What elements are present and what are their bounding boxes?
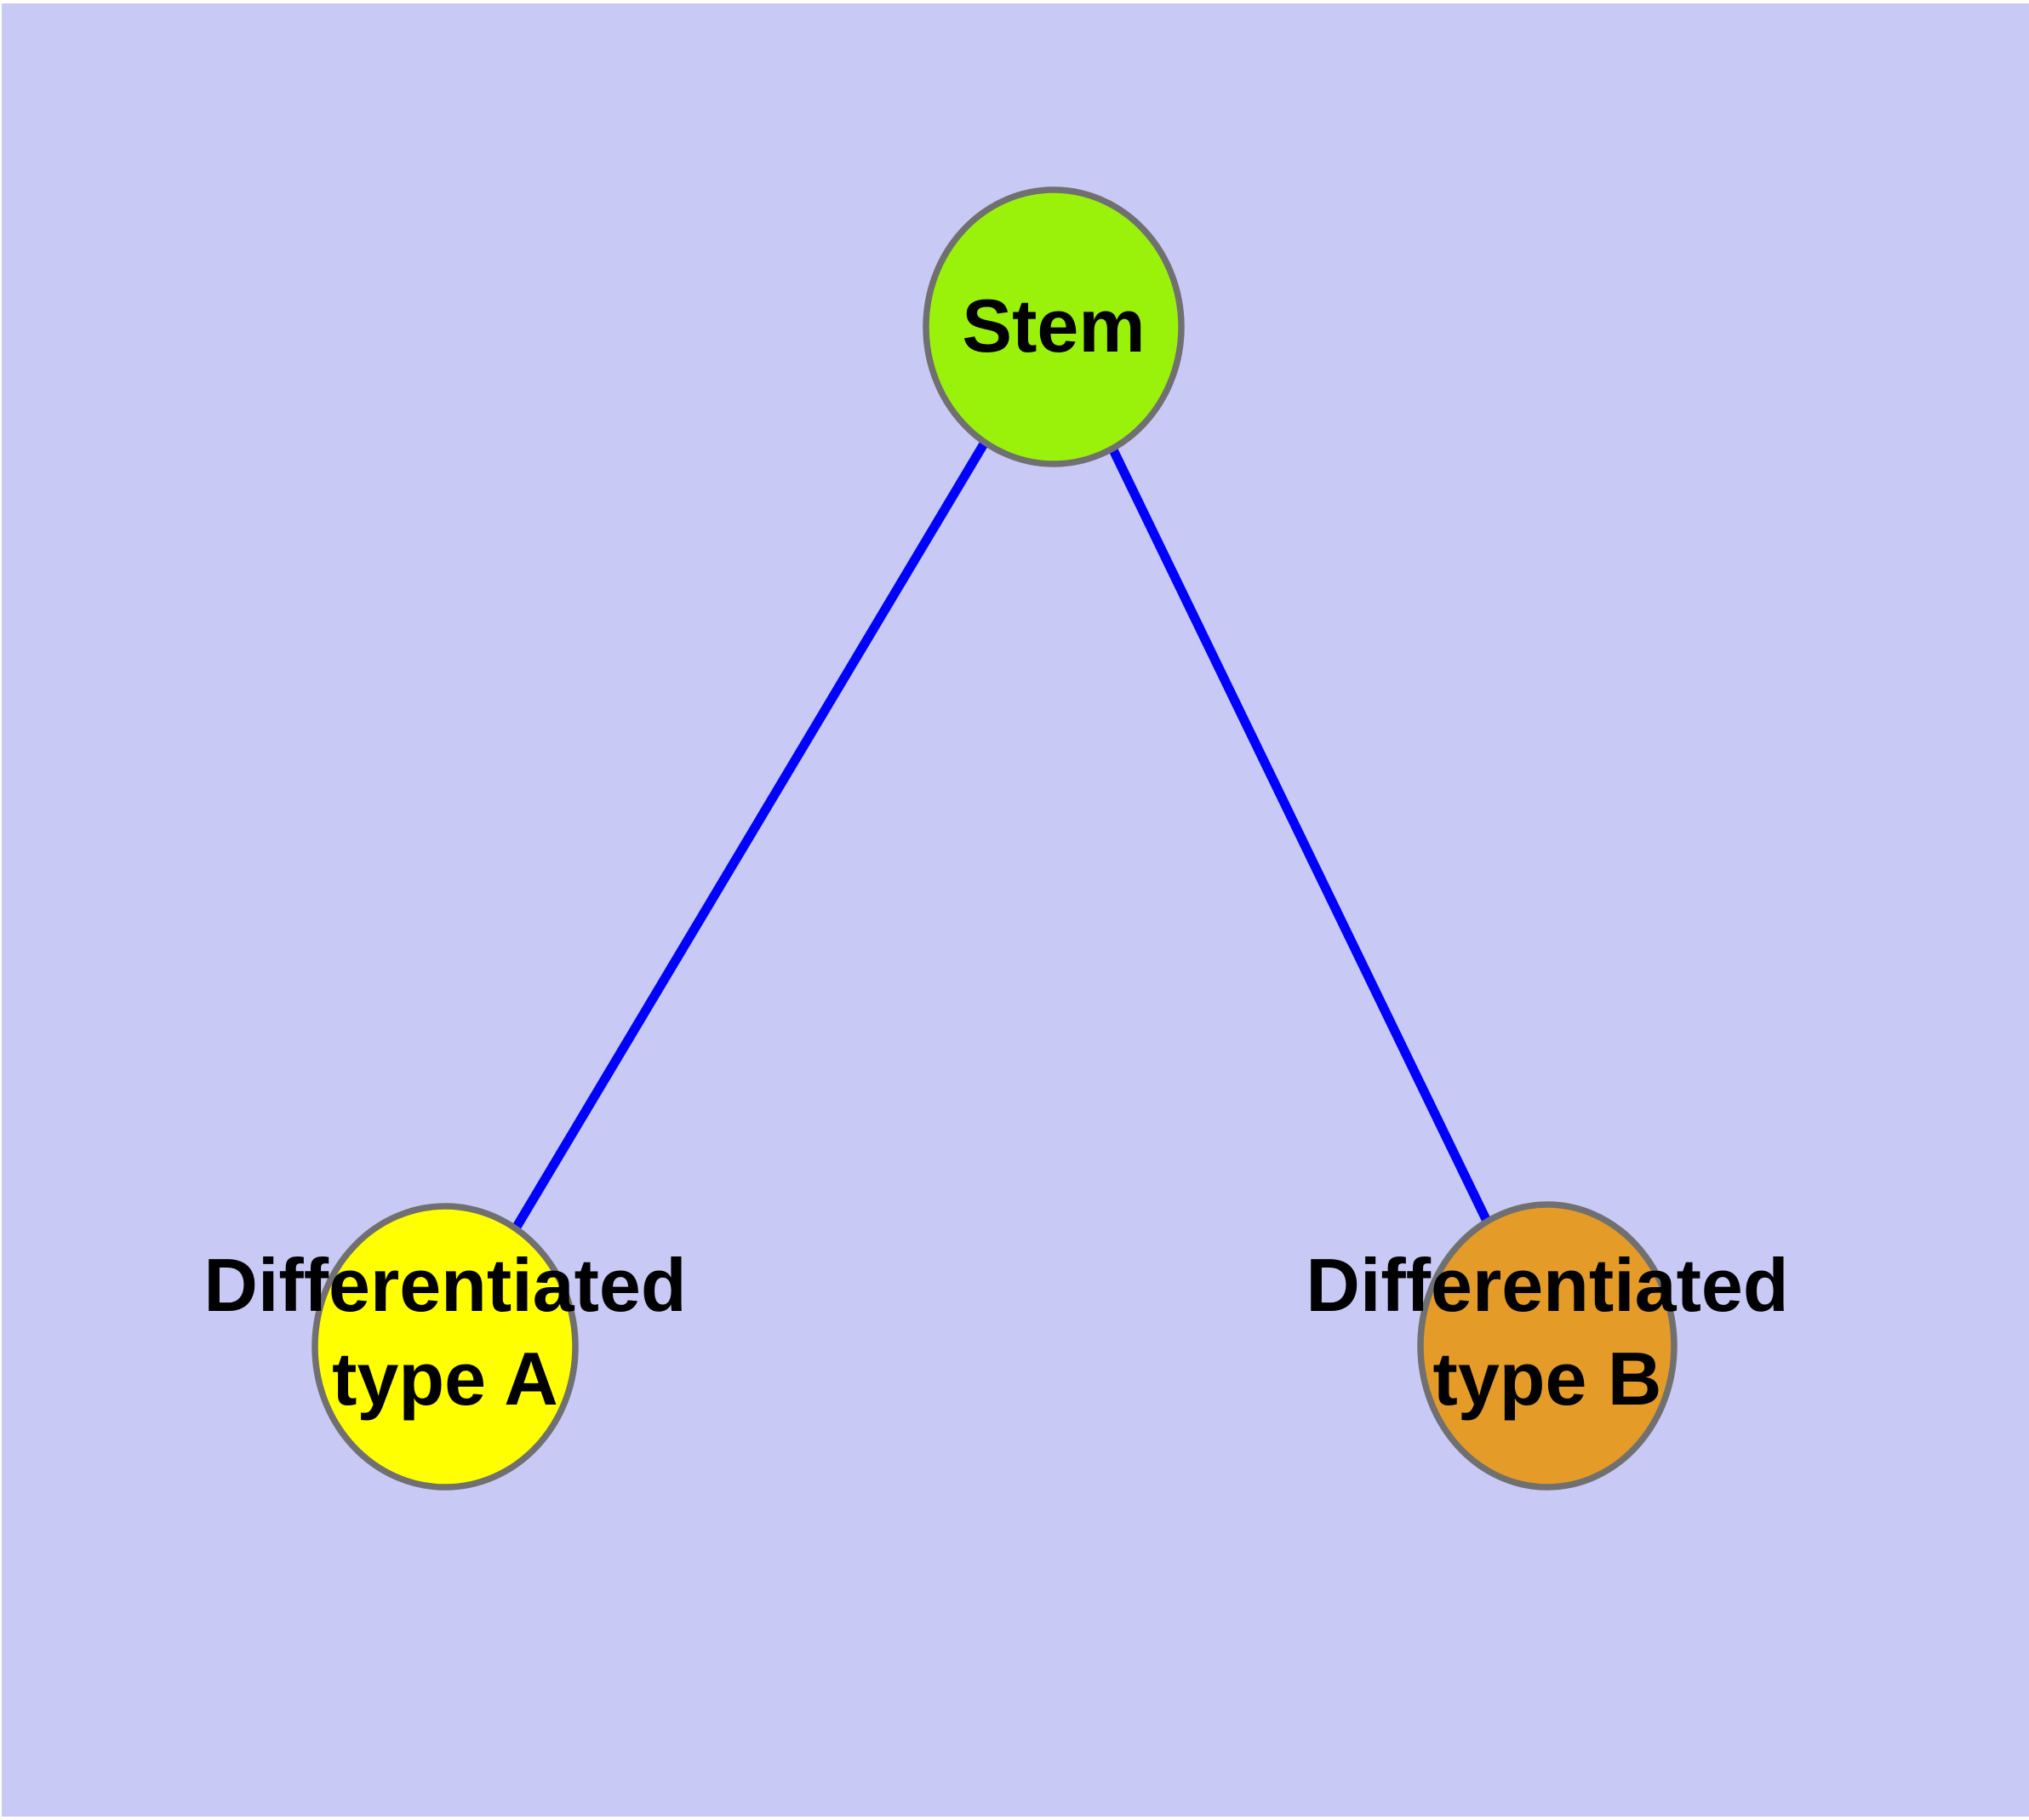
type-b-label-line2: type B <box>1433 1336 1662 1421</box>
edge-stem-to-type-a <box>441 324 1058 1349</box>
differentiated-type-b-node <box>1417 1201 1677 1491</box>
edge-stem-to-type-b <box>1049 324 1552 1348</box>
type-a-label-line1: Differentiated <box>203 1243 686 1327</box>
differentiated-type-a-node <box>311 1203 579 1491</box>
stem-node-label: Stem <box>962 283 1145 368</box>
type-b-label-line1: Differentiated <box>1306 1243 1788 1327</box>
stem-node <box>923 186 1185 467</box>
type-a-label-line2: type A <box>332 1336 558 1421</box>
